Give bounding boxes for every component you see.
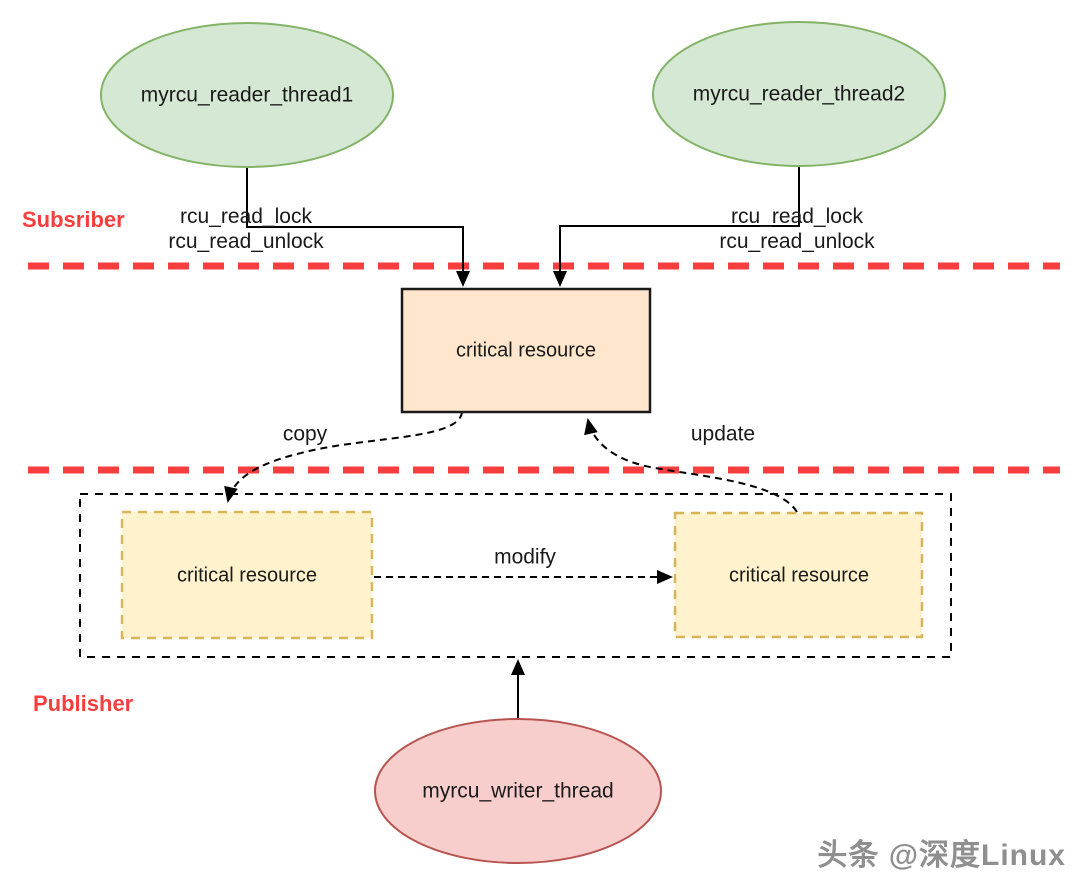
critical-resource-new-box [673,511,924,639]
critical-resource-new-label: critical resource [728,564,870,587]
copy-edge-label: copy [282,422,328,446]
reader2-unlock-label: rcu_read_unlock [719,230,875,253]
subscriber-section-label: Subsriber [22,207,125,232]
critical-resource-old-box [120,510,374,640]
reader2-ellipse [652,21,946,167]
critical-resource-old-label: critical resource [176,564,318,587]
writer-ellipse [374,718,662,864]
publisher-section-label: Publisher [33,691,134,716]
reader1-connector-arrow [246,167,470,287]
reader1-ellipse [100,22,394,168]
reader1-api-label: rcu_read_lock rcu_read_unlock [168,204,323,254]
reader2-connector-arrow [553,166,800,287]
copy-edge-arrow [224,411,463,503]
publisher-container-rect [79,493,952,658]
reader2-lock-label: rcu_read_lock [731,205,863,228]
update-edge-label: update [690,422,756,446]
critical-resource-main-box [400,287,652,414]
reader1-unlock-label: rcu_read_unlock [168,230,324,253]
modify-edge-label: modify [494,545,556,569]
writer-label: myrcu_writer_thread [422,779,614,803]
reader1-lock-label: rcu_read_lock [180,205,312,228]
critical-resource-main-label: critical resource [455,339,597,362]
reader2-api-label: rcu_read_lock rcu_read_unlock [719,204,874,254]
reader2-label: myrcu_reader_thread2 [692,82,906,106]
watermark-text: 头条 @深度Linux [817,839,1066,872]
reader1-label: myrcu_reader_thread1 [140,83,354,107]
update-edge-arrow [584,418,798,513]
